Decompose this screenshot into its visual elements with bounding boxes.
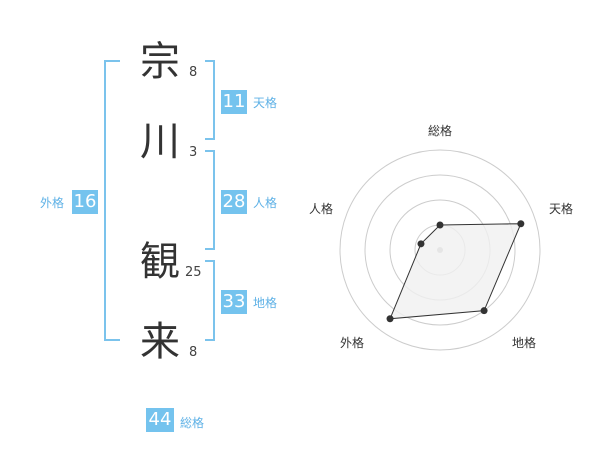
soukaku-label: 総格 <box>180 416 205 430</box>
chikaku-bracket-bottom <box>205 339 215 341</box>
chikaku-value-badge: 33 <box>221 290 247 314</box>
tenkaku-bracket-bottom <box>205 138 215 140</box>
gaikaku-bracket-bottom <box>104 339 120 341</box>
jinkaku-label: 人格 <box>253 196 278 210</box>
name-char-2: 川 <box>140 119 180 165</box>
radar-axis-label-chikaku: 地格 <box>512 336 537 350</box>
tenkaku-value-badge: 11 <box>221 90 247 114</box>
radar-axis-label-soukaku: 総格 <box>428 124 453 138</box>
tenkaku-bracket-vertical <box>213 60 215 140</box>
chikaku-bracket-top <box>205 260 215 262</box>
radar-point-2 <box>480 307 488 315</box>
radar-point-0 <box>436 221 444 229</box>
jinkaku-bracket-vertical <box>213 150 215 250</box>
jinkaku-value-badge: 28 <box>221 190 247 214</box>
stroke-count-3: 25 <box>185 265 202 280</box>
radar-ring-3 <box>364 174 516 326</box>
jinkaku-bracket-top <box>205 150 215 152</box>
radar-point-1 <box>517 220 525 228</box>
chikaku-bracket-vertical <box>213 260 215 341</box>
stroke-count-4: 8 <box>189 345 198 360</box>
gaikaku-bracket-top <box>104 60 120 62</box>
gaikaku-value-badge: 16 <box>72 190 98 214</box>
radar-point-4 <box>417 240 425 248</box>
tenkaku-label: 天格 <box>253 96 278 110</box>
gaikaku-bracket-vertical <box>104 60 106 341</box>
stroke-count-2: 3 <box>189 145 198 160</box>
soukaku-value-badge: 44 <box>146 408 174 432</box>
radar-area <box>389 223 522 320</box>
name-char-1: 宗 <box>140 39 180 85</box>
radar-point-3 <box>386 315 394 323</box>
name-char-3: 観 <box>140 239 180 285</box>
jinkaku-bracket-bottom <box>205 248 215 250</box>
name-char-4: 来 <box>140 319 180 365</box>
radar-axis-label-tenkaku: 天格 <box>549 202 574 216</box>
stroke-count-1: 8 <box>189 65 198 80</box>
radar-axis-label-jinkaku: 人格 <box>309 202 334 216</box>
radar-ring-4 <box>339 149 541 351</box>
chikaku-label: 地格 <box>253 296 278 310</box>
gaikaku-label: 外格 <box>40 196 65 210</box>
tenkaku-bracket-top <box>205 60 215 62</box>
radar-axis-label-gaikaku: 外格 <box>340 336 365 350</box>
